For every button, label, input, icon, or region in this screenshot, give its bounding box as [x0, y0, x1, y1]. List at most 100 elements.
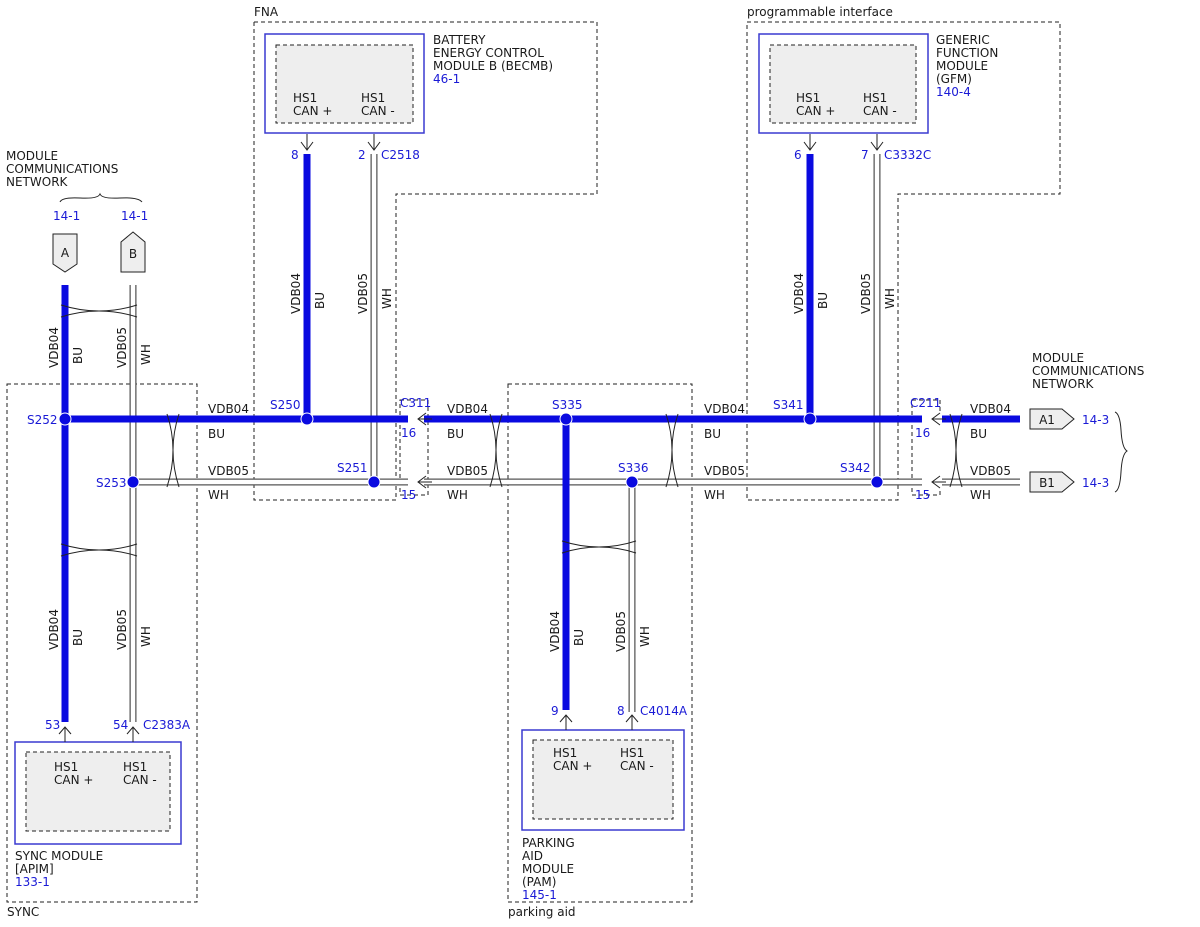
gfm-ref: 140-4 — [936, 85, 971, 99]
h-wh-circuit-4: VDB05 — [970, 464, 1011, 478]
left-network-label-1: MODULE — [6, 149, 58, 163]
h-wh-circuit-2: VDB05 — [447, 464, 488, 478]
v-wh-circuit-gfm: VDB05 — [859, 273, 873, 314]
ref-left-b: 14-1 — [121, 209, 148, 223]
pam-name-2: AID — [522, 849, 543, 863]
v-bu-circuit-sync-top: VDB04 — [47, 327, 61, 368]
splice-s336 — [625, 475, 639, 489]
becm-pin-plus: 8 — [291, 148, 299, 162]
gfm-name-1: GENERIC — [936, 33, 990, 47]
splice-s341 — [803, 412, 817, 426]
becm-name-1: BATTERY — [433, 33, 486, 47]
right-network-brace — [1114, 411, 1128, 493]
right-network-label-3: NETWORK — [1032, 377, 1095, 391]
sync-group-label: SYNC — [7, 905, 39, 919]
h-bu-color-2: BU — [447, 427, 464, 441]
apim-ref: 133-1 — [15, 875, 50, 889]
becm-pin-minus-label-1: HS1 — [361, 91, 385, 105]
becm-connector: C2518 — [381, 148, 420, 162]
splice-s335 — [559, 412, 573, 426]
becm-ref: 46-1 — [433, 72, 460, 86]
gfm-pin-minus-label-2: CAN - — [863, 104, 897, 118]
apim-pin-plus: 53 — [45, 718, 60, 732]
pam-module-inner — [532, 739, 674, 820]
pam-name-1: PARKING — [522, 836, 575, 850]
connector-b-label: B — [129, 247, 137, 261]
apim-pin-plus-label-2: CAN + — [54, 773, 93, 787]
gfm-pin-plus: 6 — [794, 148, 802, 162]
pam-connector: C4014A — [640, 704, 688, 718]
v-wh-color-becm: WH — [380, 288, 394, 309]
connector-arrows — [58, 134, 946, 742]
fna-group-label: FNA — [254, 5, 279, 19]
becm-name-2: ENERGY CONTROL — [433, 46, 544, 60]
left-network-label-3: NETWORK — [6, 175, 69, 189]
becm-pin-minus: 2 — [358, 148, 366, 162]
pam-pin-plus-label-2: CAN + — [553, 759, 592, 773]
splice-s342 — [870, 475, 884, 489]
c211-pin-16: 16 — [915, 426, 930, 440]
splice-s253 — [126, 475, 140, 489]
splice-s252 — [58, 412, 72, 426]
bu-wires — [61, 154, 1020, 722]
s336-label: S336 — [618, 461, 649, 475]
fna-group-boundary — [253, 21, 598, 501]
c211-gap — [922, 412, 942, 488]
h-wh-color-2: WH — [447, 488, 468, 502]
h-wh-color-1: WH — [208, 488, 229, 502]
gfm-module-inner — [769, 44, 917, 124]
twisted-pair-markers — [60, 304, 963, 557]
pam-pin-minus: 8 — [617, 704, 625, 718]
s341-label: S341 — [773, 398, 804, 412]
v-wh-circuit-sync-top: VDB05 — [115, 327, 129, 368]
connector-b-tag — [120, 231, 146, 273]
gfm-name-2: FUNCTION — [936, 46, 998, 60]
apim-name-2: [APIM] — [15, 862, 54, 876]
becm-pin-plus-label-1: HS1 — [293, 91, 317, 105]
apim-pin-minus-label-2: CAN - — [123, 773, 157, 787]
splice-s251 — [367, 475, 381, 489]
h-bu-circuit-1: VDB04 — [208, 402, 249, 416]
pam-name-3: MODULE — [522, 862, 574, 876]
connector-b1-tag — [1029, 471, 1075, 493]
v-bu-circuit-becm: VDB04 — [289, 273, 303, 314]
v-bu-color-sync-top: BU — [71, 347, 85, 364]
ref-right-a: 14-3 — [1082, 413, 1109, 427]
gfm-name-4: (GFM) — [936, 72, 972, 86]
v-bu-color-sync-bottom: BU — [71, 629, 85, 646]
s251-label: S251 — [337, 461, 368, 475]
programmable-interface-group-label: programmable interface — [747, 5, 893, 19]
v-wh-color-pam: WH — [638, 626, 652, 647]
pam-pin-plus: 9 — [551, 704, 559, 718]
connector-a1-tag — [1029, 408, 1075, 430]
apim-module-inner — [25, 751, 171, 832]
v-bu-color-pam: BU — [572, 629, 586, 646]
left-network-brace — [59, 192, 143, 203]
becm-module-inner — [275, 44, 414, 124]
v-wh-color-sync-top: WH — [139, 344, 153, 365]
becm-pin-plus-label-2: CAN + — [293, 104, 332, 118]
connector-a-label: A — [61, 246, 70, 260]
apim-pin-minus: 54 — [113, 718, 128, 732]
pam-pin-minus-label-2: CAN - — [620, 759, 654, 773]
c211-outline — [911, 399, 941, 496]
v-bu-circuit-pam: VDB04 — [548, 611, 562, 652]
gfm-pin-plus-label-2: CAN + — [796, 104, 835, 118]
right-network-label-1: MODULE — [1032, 351, 1084, 365]
parking-aid-group-boundary — [507, 383, 693, 903]
s342-label: S342 — [840, 461, 871, 475]
apim-pin-plus-label-1: HS1 — [54, 760, 78, 774]
c211-label: C211 — [910, 396, 941, 410]
becm-name-3: MODULE B (BECMB) — [433, 59, 553, 73]
h-bu-circuit-4: VDB04 — [970, 402, 1011, 416]
becm-pin-minus-label-2: CAN - — [361, 104, 395, 118]
gfm-name-3: MODULE — [936, 59, 988, 73]
c311-label: C311 — [400, 396, 431, 410]
apim-name-1: SYNC MODULE — [15, 849, 103, 863]
h-bu-color-1: BU — [208, 427, 225, 441]
s250-label: S250 — [270, 398, 301, 412]
h-bu-color-3: BU — [704, 427, 721, 441]
right-network-label-2: COMMUNICATIONS — [1032, 364, 1144, 378]
h-wh-color-4: WH — [970, 488, 991, 502]
